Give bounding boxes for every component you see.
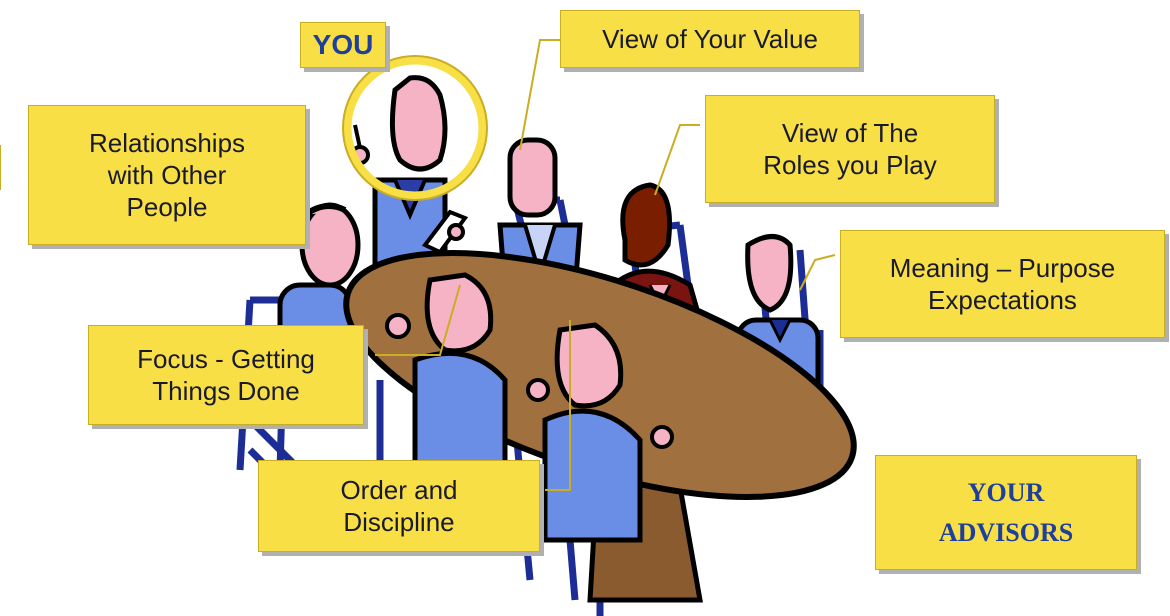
magnifier-ring-icon: [342, 55, 488, 201]
your-advisors-label: YOUR ADVISORS: [875, 455, 1137, 570]
roles-label: View of The Roles you Play: [705, 95, 995, 203]
you-label: YOU: [300, 22, 386, 68]
order-label: Order and Discipline: [258, 460, 540, 552]
meaning-label: Meaning – Purpose Expectations: [840, 230, 1165, 338]
relationships-label: Relationships with Other People: [28, 105, 306, 245]
value-label: View of Your Value: [560, 10, 860, 68]
person-front-right: [526, 322, 674, 543]
focus-label: Focus - Getting Things Done: [88, 325, 364, 425]
callout-lines: [0, 39, 836, 491]
